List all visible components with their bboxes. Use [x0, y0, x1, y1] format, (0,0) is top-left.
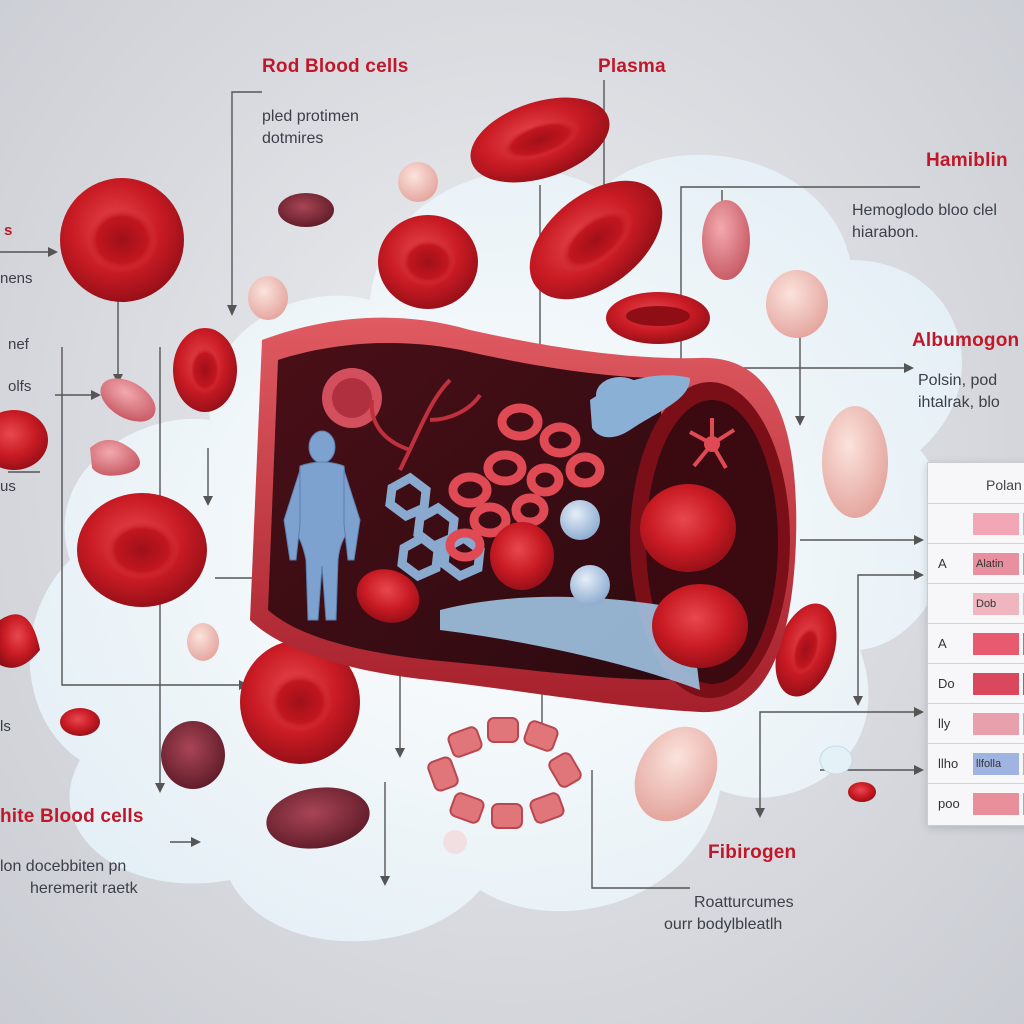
- edge-label-1: s: [4, 222, 13, 239]
- pink-blob-mid: [100, 378, 156, 422]
- platelet-star: [689, 418, 736, 470]
- legend-row-cell: Alatin: [973, 553, 1019, 575]
- legend-row-cell: [973, 513, 1019, 535]
- rbc-small-bottom: [60, 708, 100, 736]
- wine-cell-bottom: [266, 787, 370, 849]
- pink-cell-left: [248, 276, 288, 320]
- legend-table-row: A Alatin: [928, 543, 1024, 584]
- legend-table-row: poo: [928, 783, 1024, 824]
- legend-row-label: Do: [938, 676, 955, 691]
- label-fibrogen-desc-2: ourr bodylbleatlh: [664, 916, 783, 933]
- rbc-opening-bottom: [652, 584, 748, 668]
- rbc-left-mid: [173, 328, 237, 412]
- edge-label-3: nef: [8, 336, 29, 353]
- edge-label-2: nens: [0, 270, 33, 287]
- pink-cell-right: [766, 270, 828, 338]
- pink-cell-oval: [822, 406, 888, 518]
- rbc-large-left: [60, 178, 184, 302]
- label-fibrogen-desc-1: Roatturcumes: [694, 894, 794, 911]
- pink-blob-left: [90, 439, 140, 476]
- label-albumogon-desc-1: Polsin, pod: [918, 372, 998, 389]
- legend-table-row: Dob: [928, 583, 1024, 624]
- legend-table-row: lly: [928, 703, 1024, 744]
- pink-cell-small: [187, 623, 219, 661]
- label-albumogon-title: Albumogon: [912, 330, 1020, 351]
- blue-molecule-chain: [385, 472, 485, 582]
- label-red-blood-cells-title: Rod Blood cells: [262, 56, 409, 77]
- rbc-left-big: [77, 493, 207, 607]
- label-albumogon-desc-2: ihtalrak, blo: [918, 394, 1000, 411]
- legend-row-label: A: [938, 636, 947, 651]
- rbc-center-top: [378, 215, 478, 309]
- virus-cell-inside: [322, 368, 382, 428]
- edge-label-6: ls: [0, 718, 11, 735]
- edge-label-4: olfs: [8, 378, 32, 395]
- legend-row-cell: [973, 793, 1019, 815]
- rbc-tiny-right: [848, 782, 876, 802]
- legend-row-cell: [973, 673, 1019, 695]
- label-white-blood-cells-title: hite Blood cells: [0, 806, 144, 827]
- rbc-flat: [606, 292, 710, 344]
- legend-row-cell: [973, 633, 1019, 655]
- label-white-blood-cells-desc-1: lon docebbiten pn: [0, 858, 127, 875]
- legend-table-row: Do: [928, 663, 1024, 704]
- rbc-top: [470, 97, 610, 183]
- edge-label-5: us: [0, 478, 16, 495]
- rbc-cup-left: [0, 614, 40, 668]
- blue-blob: [596, 377, 644, 413]
- rbc-edge: [0, 410, 48, 470]
- pink-cell-right-top: [702, 200, 750, 280]
- legend-row-cell: llfolla: [973, 753, 1019, 775]
- rbc-cluster: [0, 97, 985, 849]
- fibrin-ring: [427, 717, 582, 829]
- legend-table-row: llho llfolla: [928, 743, 1024, 784]
- wine-cell-mid: [161, 721, 225, 789]
- legend-table-row: [928, 503, 1024, 544]
- legend-table-header: Polan: [986, 477, 1022, 493]
- red-cells-inside: [445, 403, 605, 562]
- faint-cell: [443, 830, 467, 854]
- white-cell-inside: [560, 500, 610, 605]
- label-white-blood-cells-desc-2: heremerit raetk: [30, 880, 138, 897]
- label-plasma-title: Plasma: [598, 56, 666, 77]
- label-fibrogen-title: Fibirogen: [708, 842, 797, 863]
- label-hemoglobin-desc-1: Hemoglodo bloo clel: [852, 202, 997, 219]
- rbc-in-lumen: [490, 522, 554, 590]
- pink-cell-bottom: [634, 726, 718, 822]
- plasma-stream: [440, 596, 700, 690]
- rbc-right: [775, 603, 837, 697]
- rbc-lumen-left: [356, 569, 420, 623]
- human-figure: [283, 430, 361, 621]
- legend-row-label: lly: [938, 716, 951, 731]
- legend-row-label: poo: [938, 796, 960, 811]
- legend-table-row: A: [928, 623, 1024, 664]
- wine-cell-top: [278, 193, 334, 227]
- rbc-tilted-right: [529, 180, 663, 300]
- label-red-blood-cells-desc-1: pled protimen: [262, 108, 359, 125]
- pink-cell-top: [398, 162, 438, 202]
- legend-row-label: llho: [938, 756, 959, 771]
- legend-row-label: A: [938, 556, 947, 571]
- legend-row-cell: [973, 713, 1019, 735]
- rbc-opening-top: [640, 484, 736, 572]
- rbc-bottom-big: [240, 640, 360, 764]
- label-hemoglobin-title: Hamiblin: [926, 150, 1008, 171]
- label-red-blood-cells-desc-2: dotmires: [262, 130, 324, 147]
- bubble-right: [819, 745, 853, 775]
- vessel-cross-section: [250, 317, 797, 713]
- leader-lines: [0, 80, 920, 889]
- legend-row-cell: Dob: [973, 593, 1019, 615]
- label-hemoglobin-desc-2: hiarabon.: [852, 224, 919, 241]
- capillary-branch: [369, 378, 482, 471]
